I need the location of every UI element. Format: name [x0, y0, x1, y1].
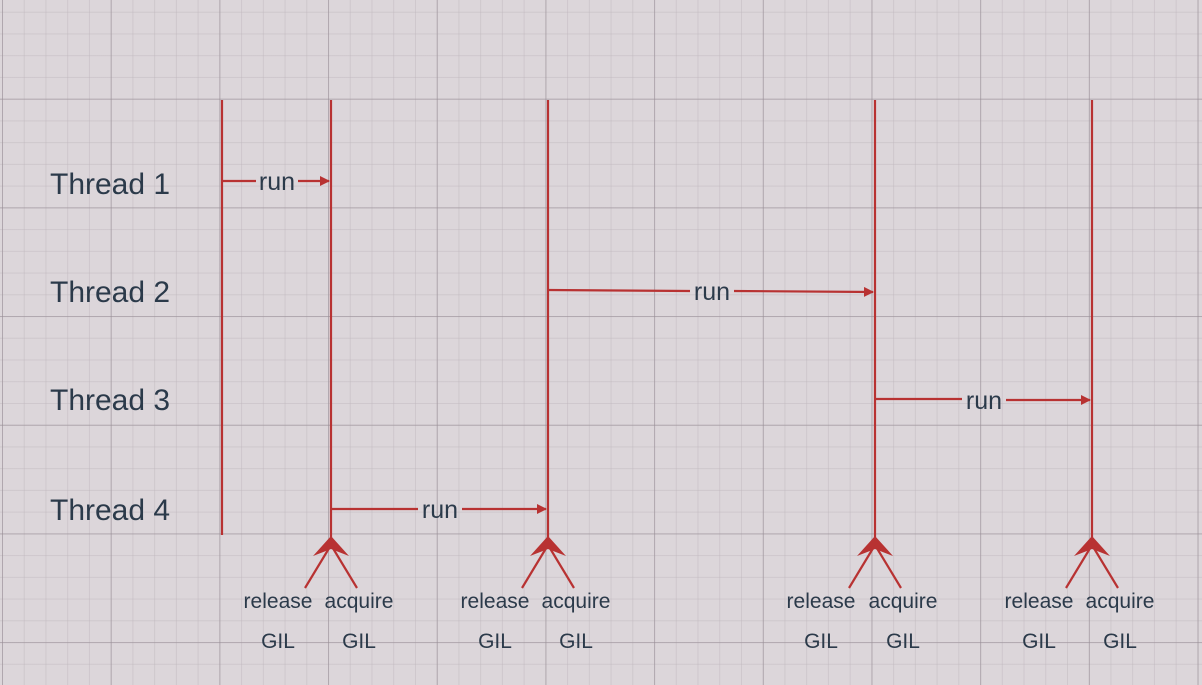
gil-event-1: release GIL acquire GIL — [244, 536, 394, 653]
release-gil-label: GIL — [804, 630, 838, 653]
release-gil-label: GIL — [1022, 630, 1056, 653]
release-label: release — [244, 590, 313, 613]
release-gil-label: GIL — [478, 630, 512, 653]
gil-event-2: release GIL acquire GIL — [461, 536, 611, 653]
acquire-label: acquire — [325, 590, 394, 613]
release-label: release — [787, 590, 856, 613]
release-label: release — [1005, 590, 1074, 613]
acquire-gil-label: GIL — [559, 630, 593, 653]
thread-2-label: Thread 2 — [50, 276, 170, 309]
acquire-gil-label: GIL — [1103, 630, 1137, 653]
release-label: release — [461, 590, 530, 613]
thread-4-label: Thread 4 — [50, 494, 170, 527]
run-label-thread-2: run — [694, 278, 730, 306]
acquire-label: acquire — [1086, 590, 1155, 613]
release-gil-label: GIL — [261, 630, 295, 653]
run-arrow-thread-4: run — [331, 496, 547, 524]
run-arrow-thread-3: run — [875, 387, 1091, 415]
acquire-gil-label: GIL — [886, 630, 920, 653]
run-label-thread-3: run — [966, 387, 1002, 415]
acquire-gil-label: GIL — [342, 630, 376, 653]
acquire-label: acquire — [542, 590, 611, 613]
thread-3-label: Thread 3 — [50, 384, 170, 417]
run-arrow-thread-1: run — [222, 168, 330, 196]
gil-event-4: release GIL acquire GIL — [1005, 536, 1155, 653]
run-arrow-thread-2: run — [547, 278, 874, 306]
run-label-thread-4: run — [422, 496, 458, 524]
run-label-thread-1: run — [259, 168, 295, 196]
gil-event-3: release GIL acquire GIL — [787, 536, 938, 653]
thread-1-label: Thread 1 — [50, 168, 170, 201]
acquire-label: acquire — [869, 590, 938, 613]
